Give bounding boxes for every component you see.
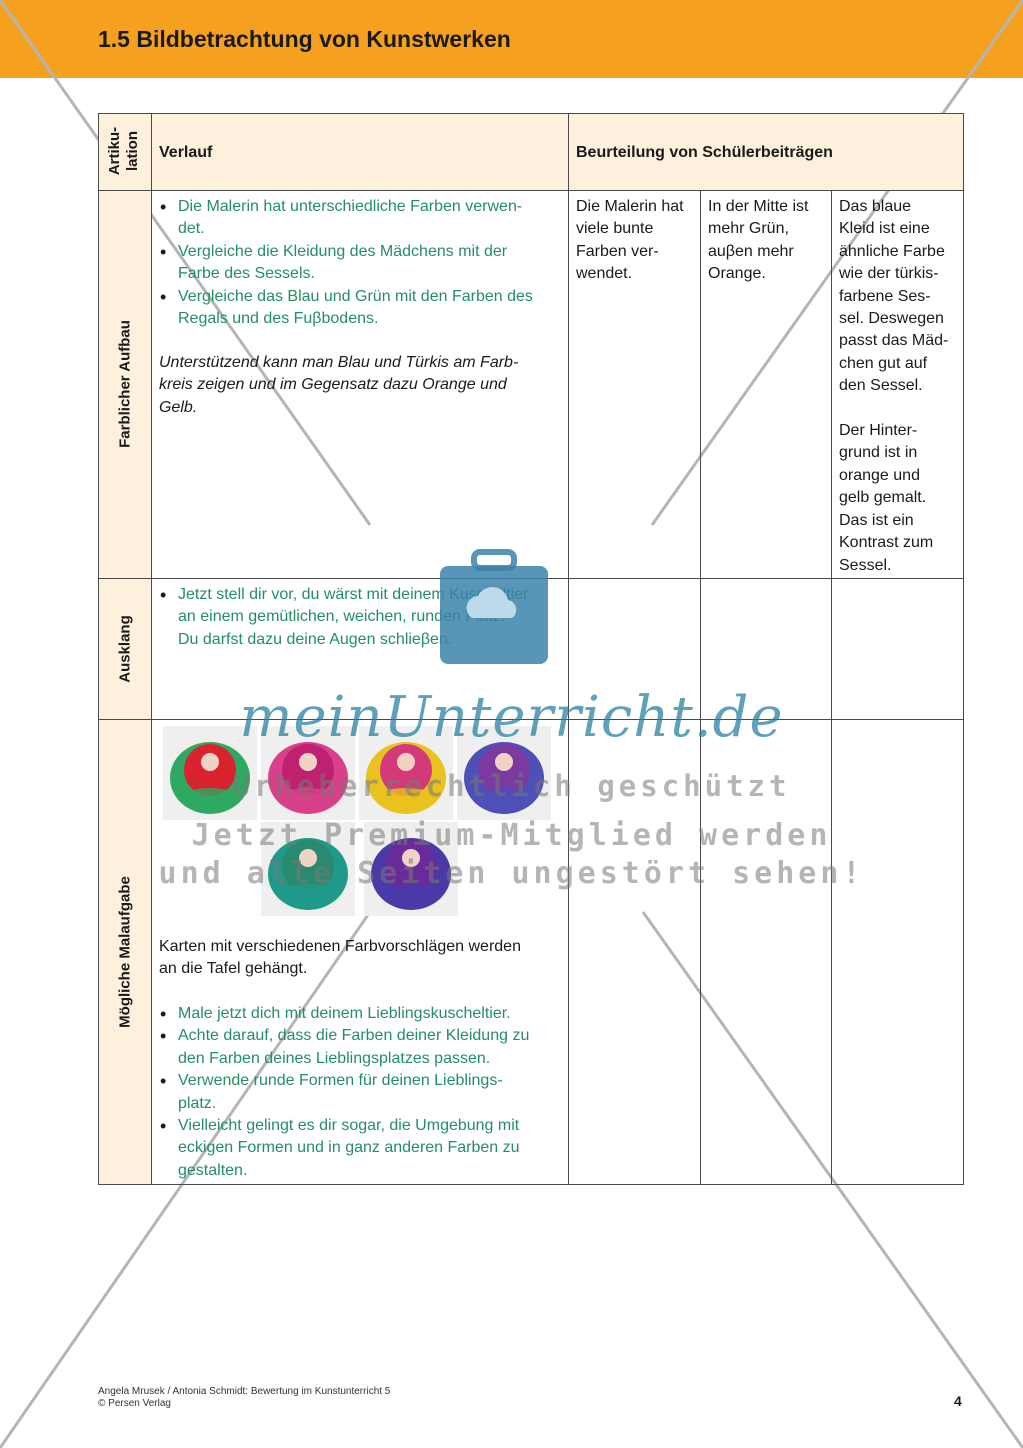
list-item: Verwende runde Formen für deinen Lieblin… — [158, 1070, 563, 1115]
seat-shape — [474, 788, 534, 808]
face-shape — [402, 849, 420, 867]
malaufgabe-intro: Karten mit verschiedenen Farbvorschlägen… — [159, 938, 521, 978]
farblicher-eval-1: Die Malerin hat viele bunte Farben ver- … — [576, 198, 684, 283]
page-title: 1.5 Bildbetrachtung von Kunstwerken — [98, 26, 511, 52]
page-number: 4 — [954, 1393, 962, 1409]
face-shape — [201, 753, 219, 771]
cross-line-2 — [650, 0, 1023, 526]
farblicher-bullet-list: Die Malerin hat unterschiedliche Farben … — [158, 196, 563, 330]
list-item: Vergleiche das Blau und Grün mit den Far… — [158, 286, 563, 331]
footer-authors: Angela Mrusek / Antonia Schmidt: Bewertu… — [98, 1386, 391, 1397]
malaufgabe-bullet-list: Male jetzt dich mit deinem Lieblingskusc… — [158, 1003, 563, 1182]
watermark-line-2: Jetzt Premium-Mitglied werden — [191, 818, 832, 853]
briefcase-cloud-icon — [440, 549, 548, 664]
watermark-line-3: und alle Seiten ungestört sehen! — [158, 856, 865, 891]
list-item: Vergleiche die Kleidung des Mädchens mit… — [158, 241, 563, 286]
seat-shape — [278, 788, 338, 808]
artwork-thumbnail-2 — [261, 726, 355, 820]
seat-shape — [381, 884, 441, 904]
list-item: Die Malerin hat unterschiedliche Farben … — [158, 196, 563, 241]
footer-credits: Angela Mrusek / Antonia Schmidt: Bewertu… — [98, 1386, 390, 1410]
col-header-beurteilung: Beurteilung von Schülerbeiträgen — [576, 144, 833, 161]
col-header-verlauf: Verlauf — [159, 144, 213, 161]
face-shape — [495, 753, 513, 771]
face-shape — [397, 753, 415, 771]
table-side-background — [98, 190, 151, 1184]
face-shape — [299, 753, 317, 771]
watermark-logo: meinUnterricht.de — [239, 685, 784, 750]
table-header-background — [98, 113, 964, 190]
artwork-thumbnail-3 — [359, 726, 453, 820]
farblicher-note: Unterstützend kann man Blau und Türkis a… — [159, 354, 519, 416]
list-item: Vielleicht gelingt es dir sogar, die Umg… — [158, 1115, 563, 1182]
footer-publisher: © Persen Verlag — [98, 1398, 171, 1409]
watermark-line-1: Urheberrechtlich geschützt — [232, 769, 791, 803]
artwork-thumbnail-1 — [163, 726, 257, 820]
list-item: Male jetzt dich mit deinem Lieblingskusc… — [158, 1003, 563, 1026]
farblicher-eval-2: In der Mitte ist mehr Grün, auβen mehr O… — [708, 198, 809, 283]
face-shape — [299, 849, 317, 867]
artwork-thumbnail-6 — [364, 822, 458, 916]
seat-shape — [376, 788, 436, 808]
farblicher-eval-3: Das blaue Kleid ist eine ähnliche Farbe … — [839, 198, 949, 574]
artwork-thumbnail-5 — [261, 822, 355, 916]
header-bar: 1.5 Bildbetrachtung von Kunstwerken — [0, 0, 1023, 78]
artwork-thumbnail-4 — [457, 726, 551, 820]
list-item: Achte darauf, dass die Farben deiner Kle… — [158, 1025, 563, 1070]
seat-shape — [278, 884, 338, 904]
seat-shape — [180, 788, 240, 808]
cross-line-4 — [641, 911, 1023, 1448]
